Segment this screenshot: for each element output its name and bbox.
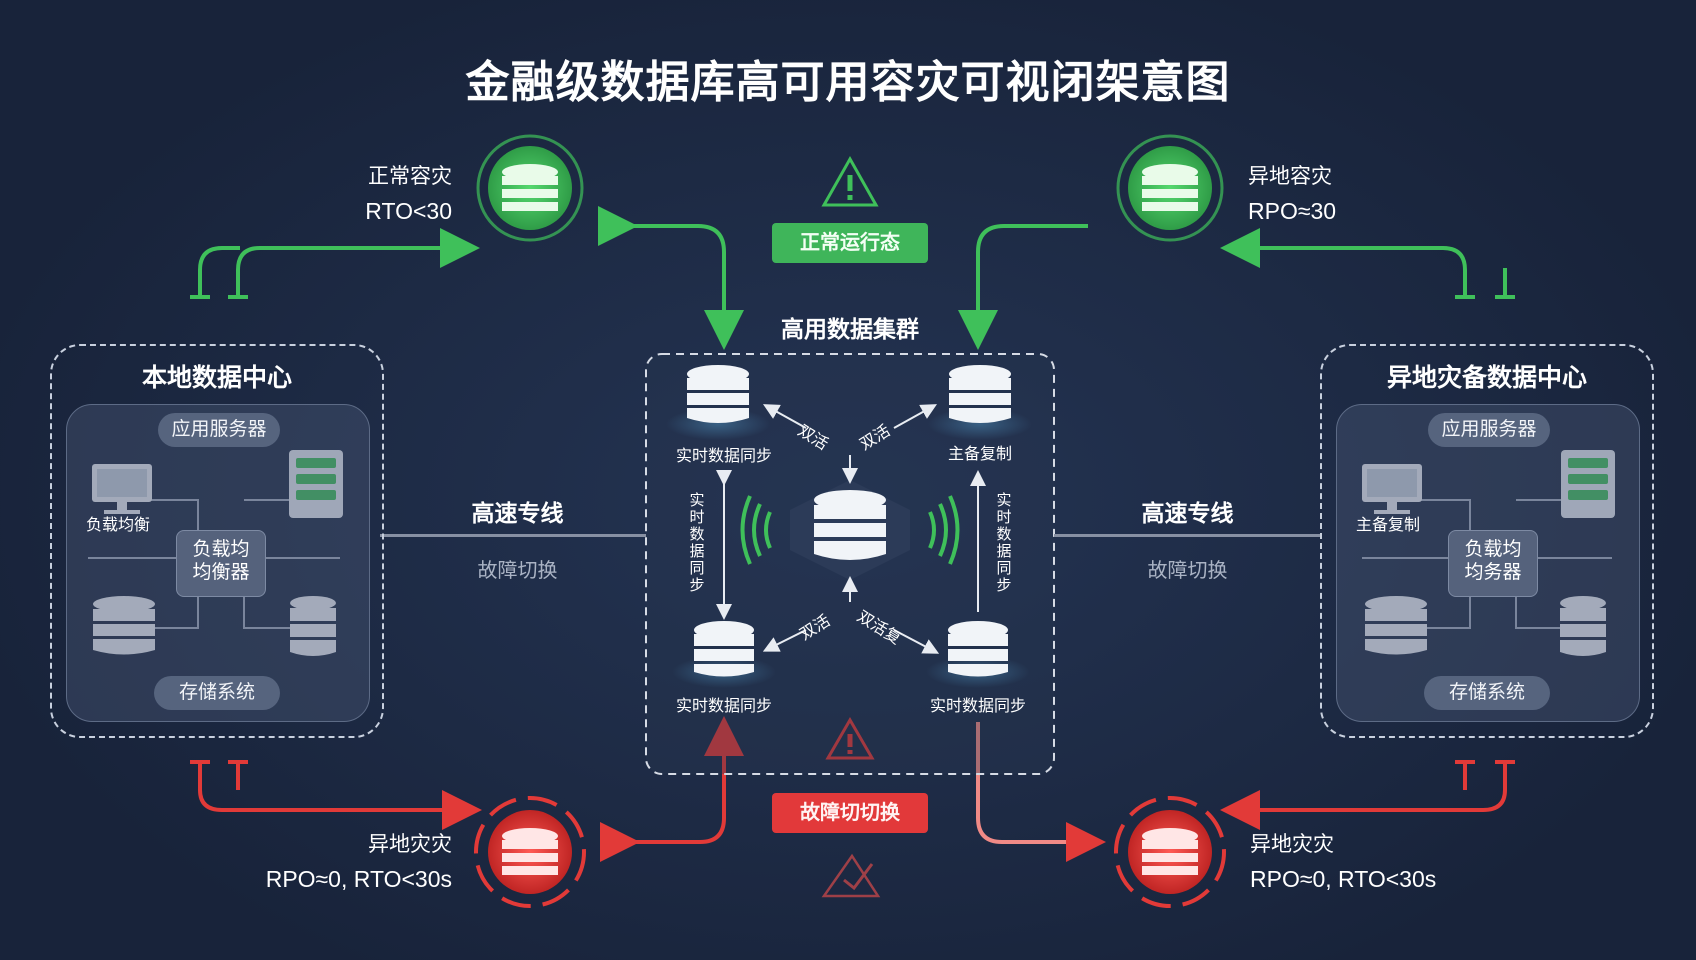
signal-icon [740, 495, 960, 565]
right-load-balancer: 负载均 均务器 [1448, 530, 1538, 597]
cluster-db-bl [672, 621, 776, 688]
top-right-line2: RPO≈30 [1248, 198, 1337, 224]
database-icon [1560, 596, 1606, 656]
cluster-title: 高用数据集群 [781, 316, 919, 342]
monitor-icon [1362, 464, 1422, 514]
warning-icon [821, 853, 881, 898]
status-badge-fault: 故障切切换 [772, 793, 928, 833]
cluster-br-label: 实时数据同步 [929, 698, 1026, 715]
bottom-left-line2: RPO≈0, RTO<30s [265, 866, 452, 892]
left-datacenter [50, 344, 384, 738]
database-icon [1365, 596, 1427, 655]
top-right-label: 异地容灾 RPO≈30 [1248, 162, 1428, 226]
warning-icon [821, 155, 879, 207]
server-icon [1561, 450, 1615, 518]
cluster-tl-label: 实时数据同步 [675, 448, 772, 465]
left-lb-label: 负载均衡 [86, 517, 151, 534]
top-left-line2: RTO<30 [365, 198, 452, 224]
cluster-db-br [926, 621, 1030, 688]
right-lb-label: 主备复制 [1356, 517, 1421, 534]
bottom-right-label: 异地灾灾 RPO≈0, RTO<30s [1250, 830, 1510, 894]
link-left-sub: 故障切换 [477, 560, 558, 582]
database-icon [1116, 134, 1224, 242]
link-right-title: 高速专线 [1141, 500, 1234, 526]
link-right-sub: 故障切换 [1147, 560, 1228, 582]
database-icon [290, 596, 336, 656]
left-app-server-pill: 应用服务器 [158, 413, 280, 447]
cluster-right-vertical: 实时数据同步 [996, 492, 1012, 594]
cluster-bl-label: 实时数据同步 [675, 698, 772, 715]
database-icon [93, 596, 155, 655]
right-lb-line1: 负载均 [1464, 539, 1522, 560]
right-lb-line2: 均务器 [1464, 562, 1522, 583]
database-icon [474, 796, 586, 908]
cluster-tr-label: 主备复制 [947, 446, 1012, 463]
warning-icon [825, 717, 875, 760]
cluster-db-tl [666, 365, 770, 440]
top-left-line1: 正常容灾 [368, 165, 452, 188]
server-icon [289, 450, 343, 518]
link-line-right [1054, 534, 1320, 537]
left-lb-line2: 均衡器 [192, 562, 250, 583]
cluster-left-vertical: 实时数据同步 [689, 492, 705, 594]
top-right-line1: 异地容灾 [1248, 165, 1332, 188]
top-left-label: 正常容灾 RTO<30 [300, 162, 452, 226]
bottom-right-line1: 异地灾灾 [1250, 833, 1334, 856]
database-icon [1114, 796, 1226, 908]
left-load-balancer: 负载均 均衡器 [176, 530, 266, 597]
left-lb-line1: 负载均 [192, 539, 250, 560]
link-line-left [380, 534, 646, 537]
bottom-right-line2: RPO≈0, RTO<30s [1250, 866, 1437, 892]
status-badge-normal: 正常运行态 [772, 223, 928, 263]
right-storage-pill: 存储系统 [1424, 676, 1550, 710]
page-title: 金融级数据库高可用容灾可视闭架意图 [465, 58, 1231, 107]
red-arrows [198, 716, 1507, 862]
central-db [790, 480, 910, 580]
right-datacenter [1320, 344, 1654, 738]
right-dc-title: 异地灾备数据中心 [1386, 364, 1587, 392]
database-icon [476, 134, 584, 242]
left-storage-pill: 存储系统 [154, 676, 280, 710]
left-dc-inner [66, 404, 370, 722]
green-arrows [198, 206, 1507, 350]
right-app-server-pill: 应用服务器 [1428, 413, 1550, 447]
bottom-left-label: 异地灾灾 RPO≈0, RTO<30s [200, 830, 452, 894]
cluster-links [716, 404, 986, 654]
cluster-db-tr [928, 365, 1032, 440]
monitor-icon [92, 464, 152, 514]
link-left-title: 高速专线 [471, 500, 564, 526]
bottom-left-line1: 异地灾灾 [368, 833, 452, 856]
left-dc-title: 本地数据中心 [141, 364, 292, 392]
